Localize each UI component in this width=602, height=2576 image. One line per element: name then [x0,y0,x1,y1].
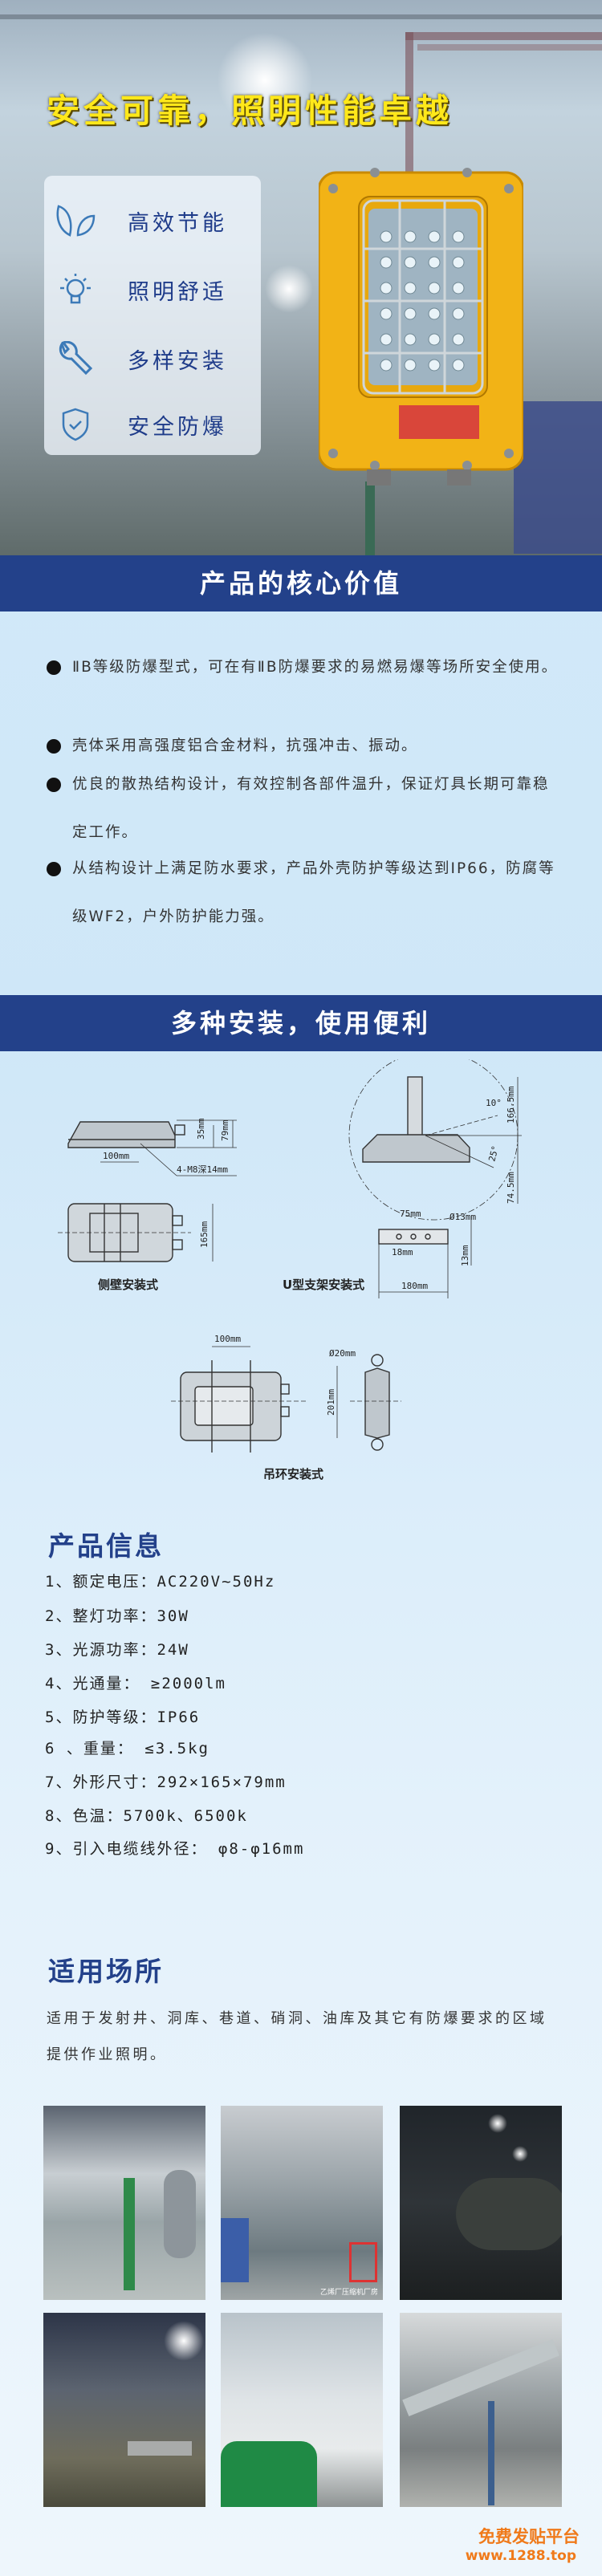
installation-diagrams: 35mm 79mm 100mm 4-M8深14mm 165mm 166.5mm … [0,1059,602,1509]
section-header-installation: 多种安装，使用便利 [0,995,602,1051]
application-photo-valve-room [43,2313,205,2507]
caption-ring: 吊环安装式 [263,1467,324,1481]
spec-item: 6 、重量： ≤3.5kg [45,1740,209,1757]
section-header-core-value: 产品的核心价值 [0,555,602,611]
spec-item: 5、防护等级：IP66 [45,1709,201,1726]
feature-panel: 高效节能 照明舒适 多样安装 安全防爆 [44,176,261,455]
core-value-item: ⅡB等级防爆型式，可在有ⅡB防爆要求的易燃易爆等场所安全使用。 [47,644,560,692]
spec-item: 3、光源功率：24W [45,1641,189,1659]
dim-label: 79mm [220,1119,230,1141]
dim-label: 13mm [460,1245,470,1266]
dim-label: 165mm [199,1221,209,1248]
application-photo-compressor-hall: 乙烯厂压缩机厂房 [221,2106,383,2300]
leaf-icon [56,205,96,237]
caption-side-wall: 侧壁安装式 [98,1278,159,1292]
dim-label: 25° [486,1144,501,1163]
dim-label: Ø13mm [449,1212,476,1222]
dim-label: 180mm [401,1281,428,1291]
applications-title: 适用场所 [48,1956,164,1987]
application-photo-rail-depot [400,2106,562,2300]
application-photo-pump-room [43,2106,205,2300]
application-photo-pipe-rack [400,2313,562,2507]
spec-item: 2、整灯功率：30W [45,1607,189,1625]
bullet-icon [47,778,61,792]
dim-label: 18mm [392,1247,413,1258]
explosion-proof-lamp-image [319,168,523,486]
dim-label: 35mm [196,1118,206,1140]
bullet-icon [47,862,61,876]
caption-u-bracket: U型支架安装式 [283,1278,365,1292]
applications-text: 适用于发射井、洞库、巷道、硝洞、油库及其它有防爆要求的区域提供作业照明。 [47,2010,547,2063]
hero-title: 安全可靠，照明性能卓越 [47,91,453,130]
hero-banner: 安全可靠，照明性能卓越 高效节能 照明舒适 多样安装 安全防爆 [0,0,602,555]
wrench-icon [59,341,93,376]
application-photo-filter-hall [221,2313,383,2507]
dim-label: 10° [486,1098,502,1108]
technical-drawings: 35mm 79mm 100mm 4-M8深14mm 165mm 166.5mm … [58,1059,522,1453]
dim-label: 100mm [214,1334,241,1344]
product-info-title: 产品信息 [48,1530,164,1562]
bullet-icon [47,739,61,754]
watermark-title: 免费发贴平台 [478,2527,580,2546]
feature-item: 高效节能 [44,197,261,245]
feature-item: 多样安装 [44,335,261,383]
dim-label: 4-M8深14mm [177,1164,228,1175]
watermark-url[interactable]: www.1288.top [465,2548,576,2564]
dim-label: 74.5mm [506,1172,516,1204]
dim-label: 100mm [103,1151,129,1161]
core-value-item: 壳体采用高强度铝合金材料，抗强冲击、振动。 [47,722,560,770]
core-value-item: 优良的散热结构设计，有效控制各部件温升，保证灯具长期可靠稳定工作。 [47,761,560,857]
spec-item: 1、额定电压：AC220V~50Hz [45,1573,276,1591]
core-value-item: 从结构设计上满足防水要求，产品外壳防护等级达到IP66，防腐等级WF2，户外防护… [47,845,560,941]
lightbulb-icon [60,274,91,304]
bullet-icon [47,660,61,675]
dim-label: 201mm [326,1389,336,1416]
spec-item: 4、光通量： ≥2000lm [45,1675,226,1692]
spec-item: 8、色温：5700k、6500k [45,1807,248,1825]
feature-item: 安全防爆 [44,400,261,449]
shield-check-icon [62,408,89,441]
dim-label: 166.5mm [506,1086,516,1123]
dim-label: 75mm [400,1209,421,1219]
spec-item: 9、引入电缆线外径： φ8-φ16mm [45,1840,305,1858]
feature-item: 照明舒适 [44,266,261,314]
dim-label: Ø20mm [329,1348,356,1359]
spec-item: 7、外形尺寸：292×165×79mm [45,1774,287,1791]
photo-caption: 乙烯厂压缩机厂房 [319,2289,378,2297]
